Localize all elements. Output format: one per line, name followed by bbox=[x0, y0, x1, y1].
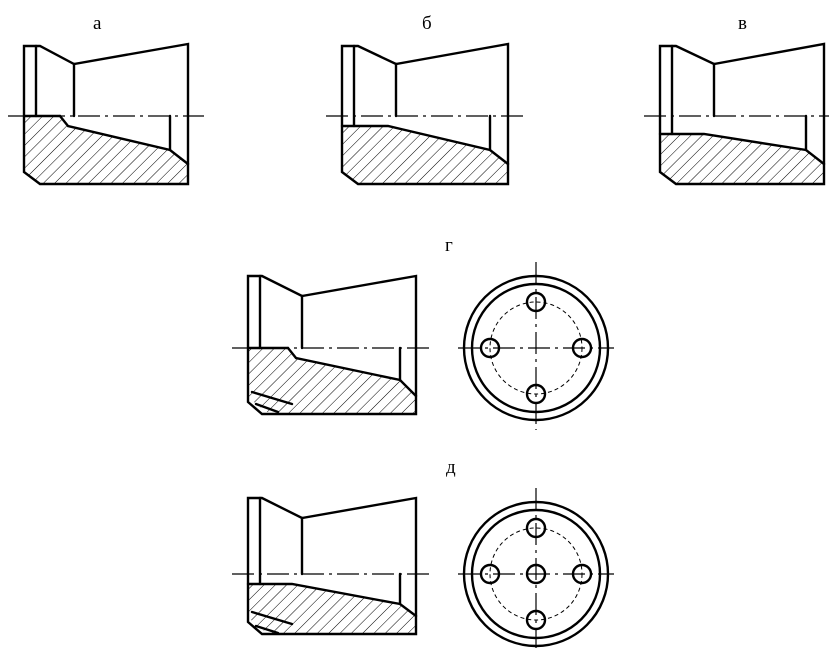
label-variant-b: б bbox=[422, 13, 432, 34]
contour-v bbox=[658, 42, 826, 186]
label-variant-g: г bbox=[445, 235, 453, 256]
section-hatch-b bbox=[342, 126, 508, 184]
part-d bbox=[232, 496, 432, 636]
end-view-d bbox=[458, 488, 614, 648]
part-g bbox=[232, 274, 432, 416]
contour-g bbox=[246, 274, 418, 416]
section-hatch-g bbox=[248, 348, 416, 414]
part-b bbox=[326, 42, 524, 186]
part-a bbox=[8, 42, 204, 186]
contour-b bbox=[340, 42, 510, 186]
section-hatch-a bbox=[24, 116, 188, 184]
section-hatch-d bbox=[248, 584, 416, 634]
label-variant-d: д bbox=[446, 457, 456, 478]
end-view-g bbox=[458, 262, 614, 430]
label-variant-a: а bbox=[93, 13, 102, 34]
section-hatch-v bbox=[660, 134, 824, 184]
contour-d bbox=[246, 496, 418, 636]
part-v bbox=[644, 42, 829, 186]
label-variant-v: в bbox=[738, 13, 747, 34]
contour-a bbox=[22, 42, 190, 186]
